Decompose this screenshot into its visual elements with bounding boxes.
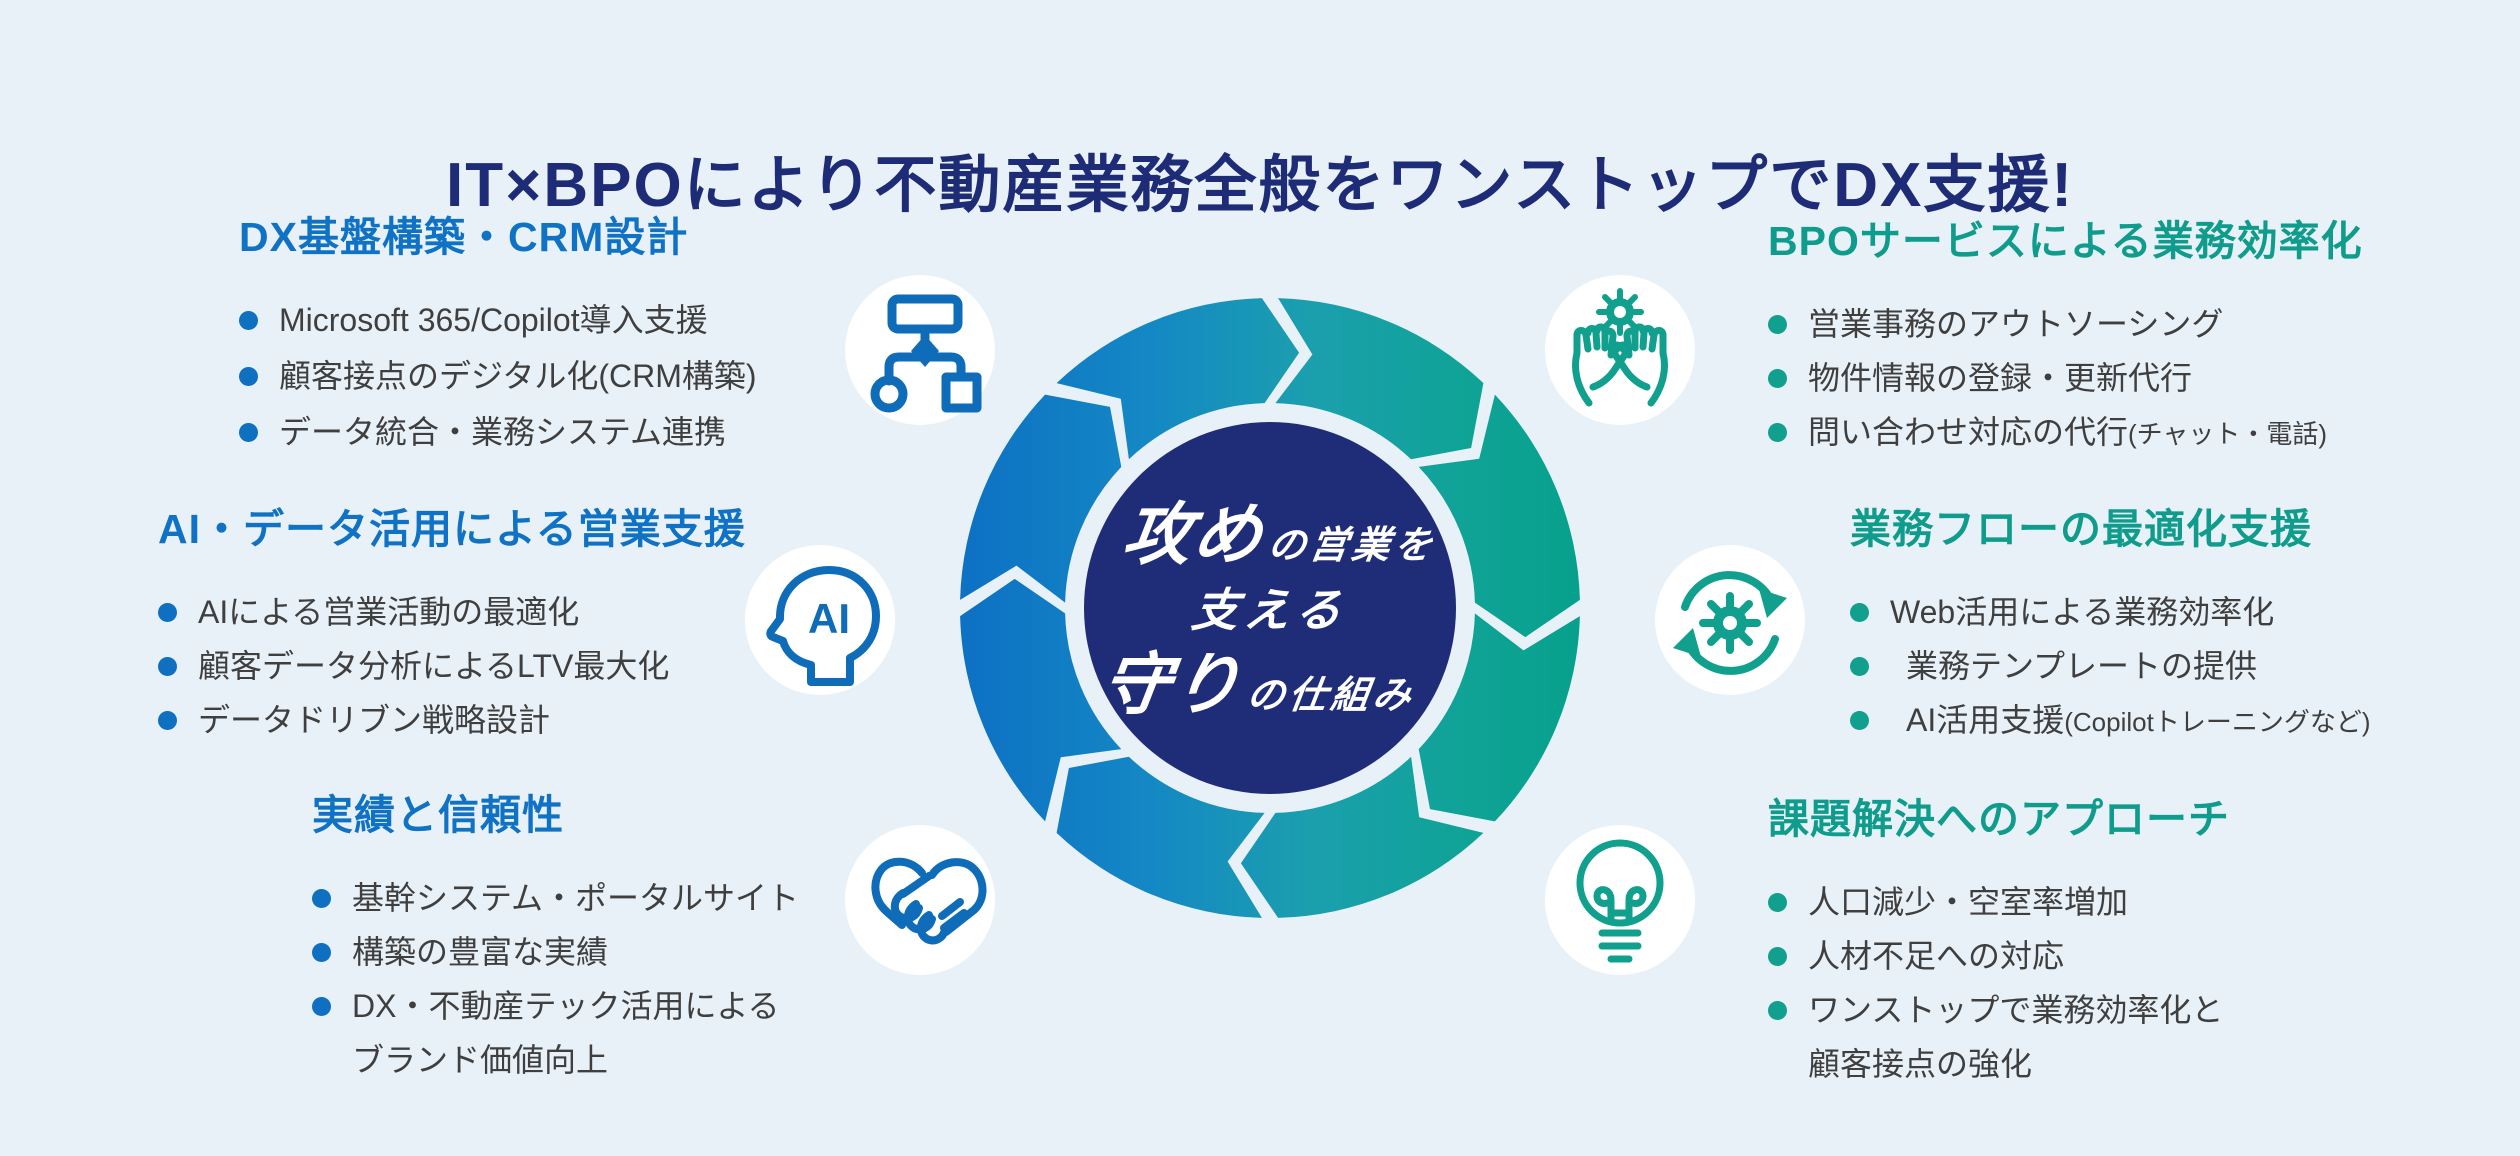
- bullet-item: 顧客接点のデジタル化(CRM構築): [239, 349, 899, 405]
- icon-badge-track-record: [845, 825, 995, 975]
- bullet-dot: [1850, 711, 1869, 731]
- bullet-item: DX・不動産テック活用によるブランド価値向上: [312, 979, 932, 1087]
- section-dx-crm: DX基盤構築・CRM設計 Microsoft 365/Copilot導入支援 顧…: [239, 214, 899, 461]
- bullet-dot: [1768, 315, 1787, 335]
- section-bpo-efficiency: BPOサービスによる業務効率化 営業事務のアウトソーシング 物件情報の登録・更新…: [1768, 218, 2488, 461]
- bullet-item: 営業事務のアウトソーシング: [1768, 297, 2488, 351]
- section-heading: 業務フローの最適化支援: [1850, 506, 2312, 552]
- section-track-record: 実績と信頼性 基幹システム・ポータルサイト 構築の豊富な実績 DX・不動産テック…: [312, 792, 932, 1087]
- bullet-item: ワンストップで業務効率化と顧客接点の強化: [1768, 983, 2448, 1091]
- bullet-item: Web活用による業務効率化: [1850, 585, 2520, 639]
- ai-head-icon: AI: [766, 566, 880, 686]
- bullet-list: 営業事務のアウトソーシング 物件情報の登録・更新代行 問い合わせ対応の代行(チャ…: [1768, 297, 2488, 461]
- center-slogan: 攻めの営業を 支える 守りの仕組み: [1019, 462, 1520, 757]
- bullet-dot: [158, 657, 177, 677]
- bullet-item: 構築の豊富な実績: [312, 925, 932, 979]
- bullet-item: 顧客データ分析によるLTV最大化: [158, 639, 818, 693]
- bullet-item: 問い合わせ対応の代行(チャット・電話): [1768, 405, 2488, 461]
- bullet-dot: [1768, 423, 1787, 443]
- bullet-item: 物件情報の登録・更新代行: [1768, 351, 2488, 405]
- cycle-ring: [960, 298, 1580, 918]
- bullet-item: データドリブン戦略設計: [158, 693, 818, 747]
- handshake-icon: [871, 857, 987, 945]
- icon-badge-bpo: [1545, 275, 1695, 425]
- slogan-line-1: 攻めの営業を: [1118, 496, 1439, 573]
- bullet-dot: [239, 423, 258, 443]
- ring-arrow-segments: [960, 298, 1580, 918]
- bullet-item: AI活用支援(Copilotトレーニングなど): [1850, 693, 2520, 749]
- bullet-dot: [1768, 947, 1787, 967]
- section-heading: DX基盤構築・CRM設計: [239, 214, 689, 260]
- slogan-line-2: 支える: [1189, 583, 1351, 636]
- section-heading: 課題解決へのアプローチ: [1768, 796, 2230, 842]
- bullet-item: データ統合・業務システム連携: [239, 405, 899, 461]
- icon-badge-dx-crm: [845, 275, 995, 425]
- bullet-item: 基幹システム・ポータルサイト: [312, 871, 932, 925]
- section-problem-solving: 課題解決へのアプローチ 人口減少・空室率増加 人材不足への対応 ワンストップで業…: [1768, 796, 2448, 1091]
- bullet-list: 基幹システム・ポータルサイト 構築の豊富な実績 DX・不動産テック活用によるブラ…: [312, 871, 932, 1087]
- bullet-dot: [1768, 1001, 1787, 1021]
- hands-gear-icon: [1572, 288, 1668, 407]
- bullet-dot: [312, 943, 331, 963]
- slogan-line-3: 守りの仕組み: [1097, 646, 1418, 723]
- lightbulb-icon: [1576, 839, 1664, 963]
- bullet-dot: [312, 889, 331, 909]
- bullet-item: 人口減少・空室率増加: [1768, 875, 2448, 929]
- svg-text:AI: AI: [808, 595, 850, 642]
- gear-sync-icon: [1673, 571, 1787, 675]
- bullet-dot: [1768, 369, 1787, 389]
- bullet-dot: [158, 603, 177, 623]
- flowchart-icon: [870, 294, 982, 413]
- page-title: IT×BPOにより不動産業務全般をワンストップでDX支援!: [446, 150, 2074, 220]
- bullet-list: Web活用による業務効率化 業務テンプレートの提供 AI活用支援(Copilot…: [1850, 585, 2520, 749]
- bullet-dot: [1850, 657, 1869, 677]
- section-ai-data: AI・データ活用による営業支援 AIによる営業活動の最適化 顧客データ分析による…: [158, 506, 818, 747]
- bullet-list: Microsoft 365/Copilot導入支援 顧客接点のデジタル化(CRM…: [239, 293, 899, 461]
- section-heading: 実績と信頼性: [312, 792, 564, 838]
- bullet-dot: [1768, 893, 1787, 913]
- section-workflow-optimization: 業務フローの最適化支援 Web活用による業務効率化 業務テンプレートの提供 AI…: [1850, 506, 2520, 749]
- center-circle: [1084, 422, 1456, 794]
- section-heading: AI・データ活用による営業支援: [158, 506, 746, 552]
- section-heading: BPOサービスによる業務効率化: [1768, 218, 2363, 264]
- icon-badge-problem-solving: [1545, 825, 1695, 975]
- bullet-item: Microsoft 365/Copilot導入支援: [239, 293, 899, 349]
- bullet-dot: [312, 997, 331, 1017]
- bullet-dot: [158, 711, 177, 731]
- bullet-list: AIによる営業活動の最適化 顧客データ分析によるLTV最大化 データドリブン戦略…: [158, 585, 818, 747]
- bullet-item: 人材不足への対応: [1768, 929, 2448, 983]
- bullet-dot: [1850, 603, 1869, 623]
- icon-badge-ai-data: AI: [745, 545, 895, 695]
- icon-badge-workflow: [1655, 545, 1805, 695]
- bullet-dot: [239, 311, 258, 331]
- bullet-dot: [239, 367, 258, 387]
- bullet-item: 業務テンプレートの提供: [1850, 639, 2520, 693]
- bullet-item: AIによる営業活動の最適化: [158, 585, 818, 639]
- bullet-list: 人口減少・空室率増加 人材不足への対応 ワンストップで業務効率化と顧客接点の強化: [1768, 875, 2448, 1091]
